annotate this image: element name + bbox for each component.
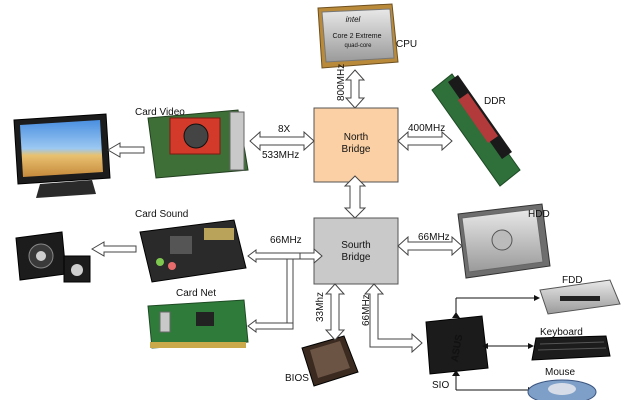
- north-bridge-label-line2: Bridge: [342, 144, 371, 155]
- keyboard-image: [531, 335, 611, 361]
- hdd-bus-speed: 66MHz: [418, 232, 450, 243]
- fdd-image: [539, 279, 621, 315]
- pci-bus-speed: 66MHz: [270, 235, 302, 246]
- card-sound-label: Card Sound: [135, 209, 188, 220]
- cpu-label: CPU: [396, 39, 417, 50]
- cpu-north-bridge-arrow: [344, 69, 366, 109]
- keyboard-label: Keyboard: [540, 327, 583, 338]
- sio-peripheral-lines: [452, 295, 540, 393]
- south-bridge-box: [313, 217, 399, 285]
- sio-chip-image: ASUS: [425, 315, 489, 375]
- card-video-north-bridge-arrow: [249, 130, 315, 152]
- bios-label: BIOS: [285, 373, 309, 384]
- speakers-image: [15, 231, 91, 283]
- ddr-ram-image: [431, 73, 521, 187]
- agp-clock-speed: 533MHz: [262, 150, 299, 161]
- cpu-image: intel Core 2 Extreme quad-core: [317, 3, 399, 69]
- sio-brand-text: ASUS: [450, 333, 466, 363]
- south-bridge-label-line2: Bridge: [342, 252, 371, 263]
- pci-bus-arrows: [247, 247, 323, 333]
- card-sound-image: [139, 219, 247, 283]
- ddr-bus-speed: 400MHz: [408, 123, 445, 134]
- cpu-model-text: Core 2 Extreme: [332, 33, 381, 40]
- mouse-image: [527, 379, 597, 400]
- fdd-label: FDD: [562, 275, 583, 286]
- card-net-label: Card Net: [176, 288, 216, 299]
- monitor-image: [13, 113, 111, 198]
- bios-bus-speed: 33Mhz: [315, 292, 326, 322]
- cpu-subtitle-text: quad-core: [344, 43, 372, 49]
- north-bridge-box: [313, 107, 399, 183]
- agp-multiplier: 8X: [278, 124, 291, 135]
- card-sound-speakers-arrow: [91, 241, 137, 257]
- bios-chip-image: [301, 335, 359, 387]
- cpu-bus-speed: 800MHz: [336, 64, 347, 101]
- south-bridge-label-line1: Sourth: [341, 240, 370, 251]
- hdd-label: HDD: [528, 209, 550, 220]
- north-south-bridge-arrow: [343, 175, 367, 219]
- cpu-brand-text: intel: [346, 15, 361, 24]
- card-net-image: [147, 299, 249, 349]
- south-bridge-bios-arrow: [324, 283, 346, 341]
- north-bridge-label-line1: North: [344, 132, 368, 143]
- sio-bus-speed: 66MHz: [361, 294, 372, 326]
- ddr-label: DDR: [484, 96, 506, 107]
- card-video-label: Card Video: [135, 107, 185, 118]
- north-bridge-ddr-arrow: [397, 130, 453, 152]
- south-bridge-sio-arrow: [363, 283, 423, 354]
- card-video-image: [147, 109, 249, 179]
- south-bridge-hdd-arrow: [397, 235, 463, 257]
- hdd-image: [457, 203, 551, 279]
- mouse-label: Mouse: [545, 367, 575, 378]
- sio-label: SIO: [432, 380, 449, 391]
- card-video-monitor-arrow: [107, 142, 145, 158]
